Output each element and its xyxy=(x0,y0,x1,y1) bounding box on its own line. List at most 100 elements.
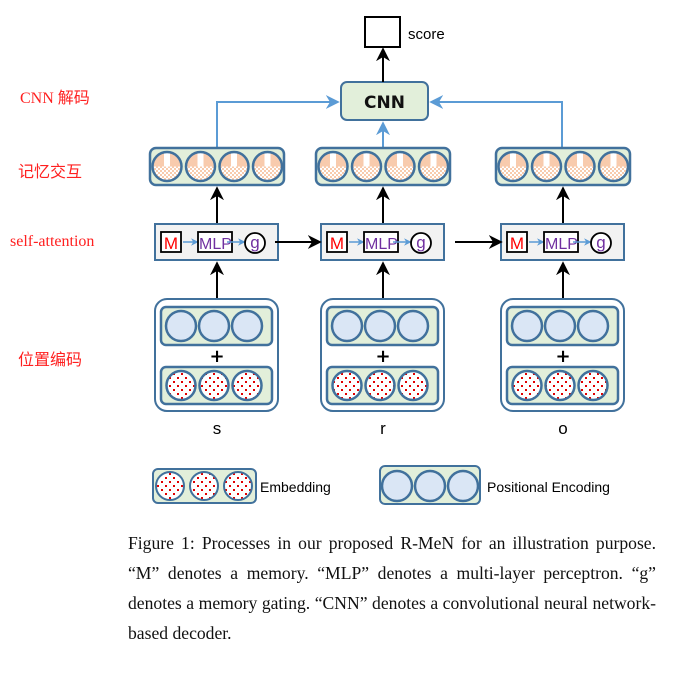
memory-slot-segment xyxy=(336,153,347,167)
legend-embedding: Embedding xyxy=(152,468,331,504)
column-s: M MLP g + s xyxy=(148,146,286,438)
memory-slot-outline xyxy=(564,150,596,183)
legend-positional-circle xyxy=(413,469,447,503)
positional-circle xyxy=(363,309,397,343)
memory-slot-segment xyxy=(403,153,414,167)
score-label: score xyxy=(408,26,445,43)
positional-circle xyxy=(510,309,544,343)
plus-icon: + xyxy=(209,346,224,367)
memory-box-frame xyxy=(494,146,632,187)
legend-embedding-dot-circle xyxy=(223,471,253,501)
memory-interaction-box xyxy=(494,146,632,187)
memory-slot-segment xyxy=(253,153,265,167)
legend-positional-label: Positional Encoding xyxy=(487,479,610,495)
input-encoding-block: + xyxy=(500,298,625,412)
memory-slot-checker xyxy=(352,166,381,181)
plus-icon: + xyxy=(375,346,390,367)
memory-slot-segment xyxy=(352,153,364,167)
memory-slot-circle xyxy=(218,150,250,183)
memory-m-label: M xyxy=(164,234,178,253)
memory-slot-checker xyxy=(499,166,527,181)
memory-slot-segment xyxy=(170,153,181,167)
mlp-label: MLP xyxy=(545,236,578,253)
memory-slot-circle xyxy=(564,150,596,183)
memory-slot-segment xyxy=(616,153,628,167)
memory-slot-segment xyxy=(583,153,594,167)
memory-m-box xyxy=(506,231,528,253)
cnn-decoder: CNN xyxy=(340,47,429,121)
memory-slot-checker xyxy=(599,166,628,181)
memory-slot-checker xyxy=(253,166,282,181)
positional-circle xyxy=(197,309,231,343)
memory-slot-circle xyxy=(384,150,416,183)
input-label: s xyxy=(213,419,222,438)
memory-slot-segment xyxy=(516,153,527,167)
embedding-circle xyxy=(544,369,576,402)
mlp-label: MLP xyxy=(199,236,232,253)
memory-slot-outline xyxy=(151,150,183,183)
score-output: score xyxy=(364,16,445,48)
self-attention-block: M MLP g xyxy=(500,223,625,261)
legend-positional: Positional Encoding xyxy=(379,465,610,505)
caption-text: Figure 1: Processes in our proposed R-Me… xyxy=(128,533,656,643)
label-memory-interaction: 记忆交互 xyxy=(18,162,83,181)
memory-m-box xyxy=(326,231,348,253)
memory1-to-cnn-arrow xyxy=(216,95,340,148)
input-encoding-block: + xyxy=(154,298,279,412)
memory-slot-segment xyxy=(186,153,198,167)
embedding-circle xyxy=(511,369,543,402)
embedding-circle xyxy=(231,369,263,402)
embedding-circle xyxy=(364,369,396,402)
memory-slot-circle xyxy=(530,150,563,183)
gate-label: g xyxy=(416,233,425,252)
gate-circle xyxy=(410,232,432,254)
memory-slot-segment xyxy=(319,153,330,167)
positional-circle xyxy=(230,309,264,343)
memory-slot-circle xyxy=(417,150,450,183)
gate-label: g xyxy=(250,233,259,252)
memory-slot-checker xyxy=(319,166,347,181)
memory-slot-segment xyxy=(532,153,544,167)
memory-slot-circle xyxy=(597,150,630,183)
memory-m-label: M xyxy=(510,234,524,253)
legend-positional-circle xyxy=(380,469,414,503)
memory-slot-circle xyxy=(350,150,383,183)
memory-slot-outline xyxy=(218,150,250,183)
memory-slot-segment xyxy=(436,153,448,167)
memory-box-frame xyxy=(148,146,286,187)
memory-slot-segment xyxy=(237,153,248,167)
legend: Embedding Positional Encoding xyxy=(152,465,610,505)
memory-slot-outline xyxy=(384,150,416,183)
memory-m-box xyxy=(160,231,182,253)
positional-circle xyxy=(330,309,364,343)
memory-slot-outline xyxy=(350,150,383,183)
gate-label: g xyxy=(596,233,605,252)
memory-slot-circle xyxy=(184,150,217,183)
memory-slot-segment xyxy=(599,153,611,167)
memory-slot-segment xyxy=(153,153,164,167)
embedding-circle xyxy=(397,369,429,402)
memory-slot-segment xyxy=(369,153,381,167)
input-label: r xyxy=(380,419,386,438)
embedding-circle xyxy=(577,369,609,402)
label-self-attention: self-attention xyxy=(10,233,95,250)
memory-slot-circle xyxy=(497,150,529,183)
memory-slot-circle xyxy=(317,150,349,183)
label-positional-encoding: 位置编码 xyxy=(18,350,83,369)
memory-interaction-box xyxy=(148,146,286,187)
memory-slot-segment xyxy=(386,153,397,167)
legend-embedding-label: Embedding xyxy=(260,479,331,495)
gate-circle xyxy=(590,232,612,254)
memory-slot-checker xyxy=(566,166,594,181)
memory-slot-checker xyxy=(419,166,448,181)
memory-slot-circle xyxy=(151,150,183,183)
positional-circle xyxy=(576,309,610,343)
memory-slot-segment xyxy=(203,153,215,167)
memory-interaction-box xyxy=(314,146,452,187)
gate-circle xyxy=(244,232,266,254)
memory-slot-checker xyxy=(386,166,414,181)
memory-slot-segment xyxy=(566,153,577,167)
